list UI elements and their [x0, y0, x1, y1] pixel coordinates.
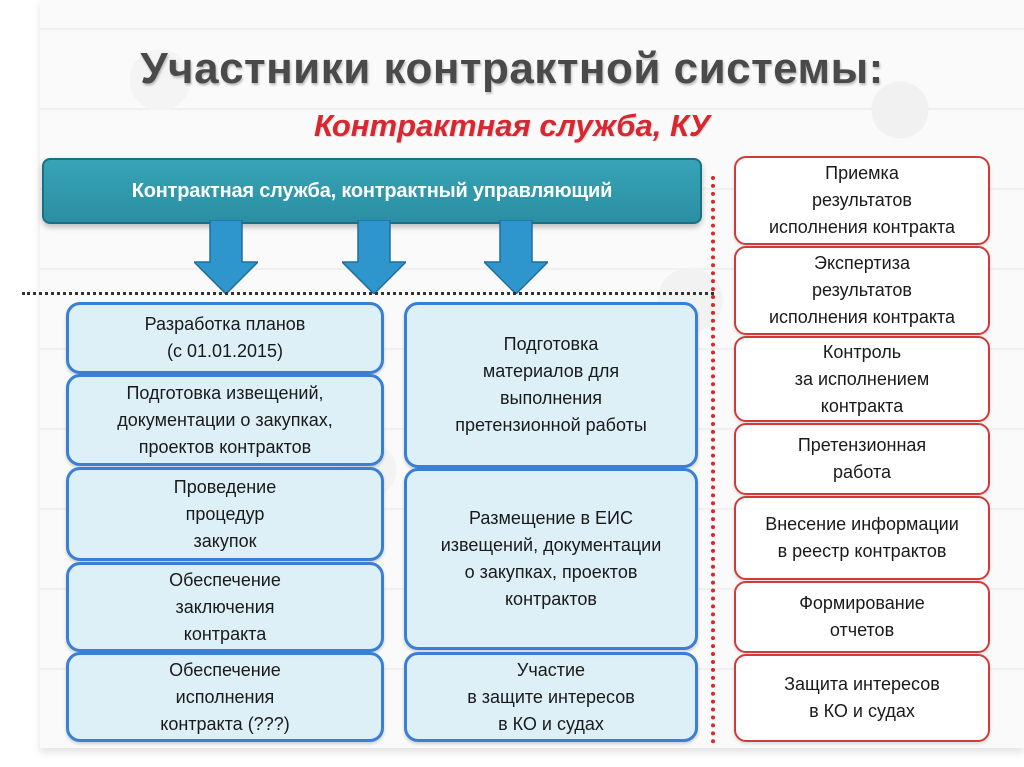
slide-subtitle: Контрактная служба, КУ [313, 108, 711, 143]
middle-box-claims: Подготовка материалов для выполнения пре… [404, 302, 698, 468]
right-box-registry: Внесение информации в реестр контрактов [734, 496, 990, 580]
dotted-divider-vertical [711, 176, 715, 744]
left-box-conclusion: Обеспечение заключения контракта [66, 562, 384, 652]
down-arrow-icon [194, 220, 258, 294]
middle-box-eis: Размещение в ЕИС извещений, документации… [404, 468, 698, 650]
down-arrow-icon [342, 220, 406, 294]
right-box-defense: Защита интересов в КО и судах [734, 654, 990, 742]
left-box-plans: Разработка планов (с 01.01.2015) [66, 302, 384, 374]
right-box-reports: Формирование отчетов [734, 581, 990, 653]
left-box-notices: Подготовка извещений, документации о зак… [66, 374, 384, 466]
slide-title: Участники контрактной системы: [140, 44, 884, 93]
right-box-expertise: Экспертиза результатов исполнения контра… [734, 246, 990, 335]
contract-service-header: Контрактная служба, контрактный управляю… [42, 158, 702, 224]
left-box-procedures: Проведение процедур закупок [66, 467, 384, 561]
left-box-execution: Обеспечение исполнения контракта (???) [66, 652, 384, 742]
dotted-divider-horizontal [22, 292, 714, 295]
right-box-control: Контроль за исполнением контракта [734, 336, 990, 422]
right-box-acceptance: Приемка результатов исполнения контракта [734, 156, 990, 245]
middle-box-defense: Участие в защите интересов в КО и судах [404, 652, 698, 742]
down-arrow-icon [484, 220, 548, 294]
right-box-claims: Претензионная работа [734, 423, 990, 495]
